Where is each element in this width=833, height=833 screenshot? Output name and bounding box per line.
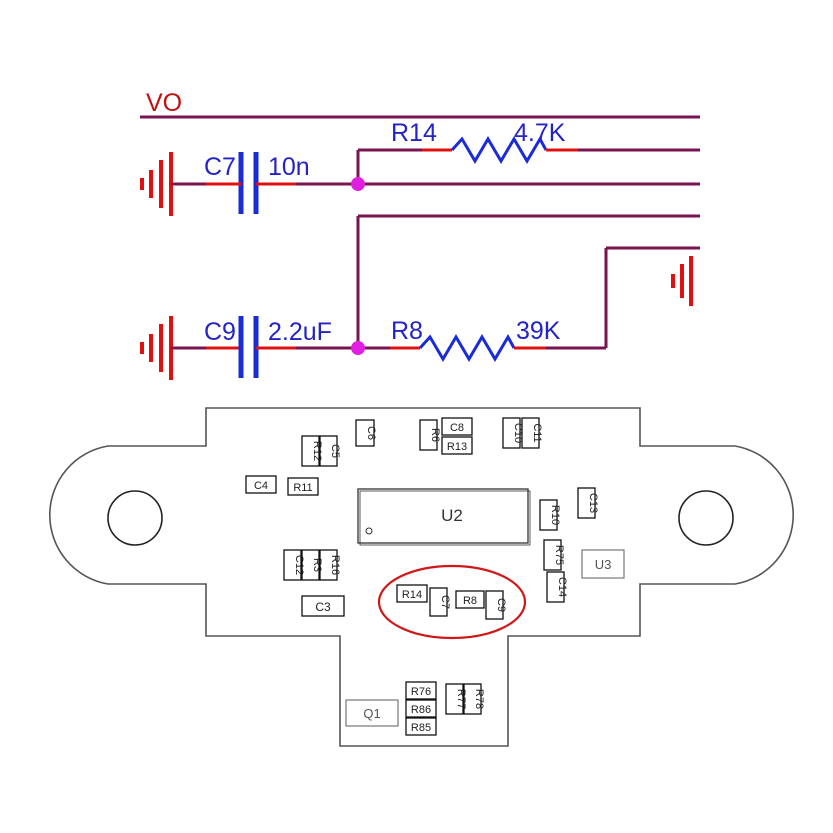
svg-text:C12: C12 [293,555,305,575]
highlight-ellipse [377,564,527,640]
svg-text:C11: C11 [531,423,543,442]
svg-text:R12: R12 [311,441,323,461]
r8-return-wire [604,246,700,348]
svg-text:C3: C3 [315,600,331,614]
pcb-part-c10: C10 [502,417,524,449]
svg-text:R3: R3 [311,558,323,572]
pcb-part-c13: C13 [577,487,599,519]
svg-text:R76: R76 [411,686,431,698]
svg-text:R16: R16 [329,555,341,575]
svg-text:R78: R78 [473,689,485,709]
mounting-hole-right [678,490,734,546]
mounting-hole-left [107,490,163,546]
ground-icon [140,316,173,380]
pcb-part-r11: R11 [287,477,319,496]
c9-value: 2.2uF [268,318,332,346]
pcb-part-r10: R10 [539,499,561,531]
pcb-part-c11: C11 [521,417,543,449]
svg-text:C8: C8 [450,422,464,434]
c7-branch: C7 10n [140,152,358,216]
r8-branch: R8 39K [358,317,606,362]
pcb-part-u2: U2 [357,488,531,546]
resistor-r14-symbol [450,135,548,164]
c9-ref: C9 [204,318,236,346]
svg-text:R13: R13 [447,441,467,453]
svg-text:R85: R85 [411,722,431,734]
capacitor-c9-symbol [238,316,259,378]
pcb-part-c14: C14 [546,571,568,603]
pcb-part-c9: C9 [485,590,507,620]
svg-text:R8: R8 [463,595,477,607]
r14-value: 4.7K [514,119,566,147]
pcb-part-c7: C7 [429,587,451,617]
c7-ref: C7 [204,153,236,181]
c9-branch: C9 2.2uF [140,316,358,380]
resistor-r8-symbol [418,333,516,362]
pcb-part-r85: R85 [405,717,437,736]
pcb-part-r78: R78 [463,683,485,715]
junction-c7-node [351,177,365,191]
pcb-part-r76: R76 [405,681,437,700]
svg-text:C4: C4 [254,480,268,492]
svg-text:C10: C10 [512,423,524,443]
svg-text:R11: R11 [293,482,312,494]
pcb-part-r16: R16 [319,549,341,581]
ground-icon [140,152,173,216]
pcb-part-u3: U3 [581,549,625,579]
svg-text:R6: R6 [429,428,441,442]
pcb-part-c4: C4 [245,475,277,494]
board-outline [49,407,794,747]
svg-text:R14: R14 [402,589,422,601]
svg-text:R10: R10 [549,505,561,525]
pcb-part-r86: R86 [405,699,437,718]
pcb-part-c5: C5 [319,435,341,467]
pcb-part-c6: C6 [355,419,377,447]
pcb-part-r13: R13 [441,436,473,455]
c7-value: 10n [268,153,310,181]
capacitor-c7-symbol [238,152,259,214]
schematic: VO C7 10n [140,89,700,380]
svg-text:Q1: Q1 [363,706,380,721]
junction-c9-node [351,341,365,355]
svg-text:R77: R77 [455,689,467,709]
svg-text:C14: C14 [556,577,568,597]
net-vo: VO [140,89,700,119]
pcb-part-r14: R14 [396,584,428,603]
pcb-part-r6: R6 [419,419,441,451]
r14-ref: R14 [391,119,437,147]
svg-text:C7: C7 [439,595,451,609]
svg-text:C6: C6 [365,426,377,440]
svg-text:C5: C5 [329,444,341,458]
r14-branch: R14 4.7K [356,119,700,184]
r8-ref: R8 [391,317,423,345]
r8-value: 39K [516,317,561,345]
pcb-part-r75: R75 [543,539,565,571]
pcb-part-r8: R8 [455,590,485,609]
c9-node-up-wire [356,214,700,348]
pcb-part-c3: C3 [301,595,345,617]
svg-text:R75: R75 [553,545,565,565]
pcb-layout: C6 R6 C8 R13 C10 C11 R12 [49,407,794,747]
svg-text:U2: U2 [441,506,463,525]
net-vo-label: VO [146,89,182,117]
ground-icon [671,256,693,306]
svg-text:R86: R86 [411,704,431,716]
svg-text:C13: C13 [587,493,599,513]
pcb-part-c8: C8 [441,417,473,436]
svg-text:C9: C9 [495,598,507,612]
svg-text:U3: U3 [595,557,612,572]
pcb-part-q1: Q1 [345,699,399,727]
